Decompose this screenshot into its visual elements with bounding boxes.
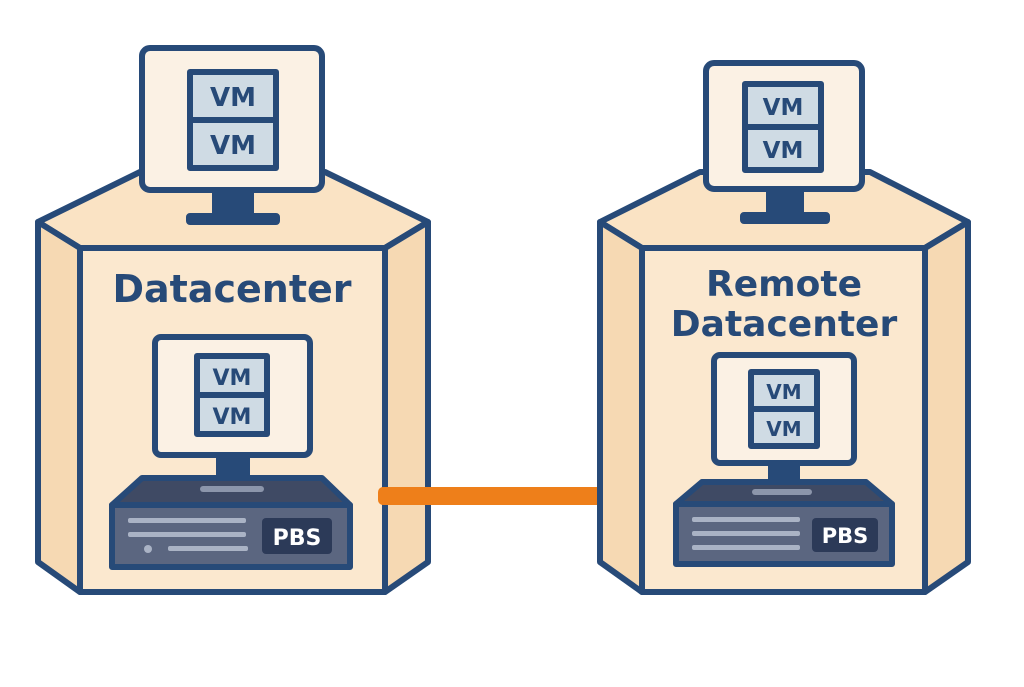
vm-label: VM [210,83,256,113]
vm-label: VM [210,131,256,161]
site-title-line-1: Remote [706,264,862,305]
vm-label: VM [766,380,801,404]
top-monitor: VM VM [139,45,325,225]
vm-label: VM [766,417,801,441]
vm-label: VM [763,138,804,164]
site-remote-datacenter: VM VM Remote Datacenter VM VM PBS [597,60,971,595]
box-left-face [35,219,83,595]
pbs-server: PBS [109,475,353,570]
site-datacenter: VM VM Datacenter VM VM PBS [35,45,431,595]
vm-label: VM [213,366,252,391]
site-title-line-2: Datacenter [671,304,898,345]
box-right-face [382,219,431,595]
site-title: Datacenter [112,267,351,311]
inner-monitor: VM VM [711,352,857,484]
vm-label: VM [763,95,804,121]
inner-monitor: VM VM [152,334,313,480]
box-left-face [597,219,645,595]
top-monitor: VM VM [703,60,865,224]
pbs-label-bg [812,518,878,552]
box-right-face [922,219,971,595]
pbs-label: PBS [822,524,869,548]
vm-label: VM [213,405,252,430]
pbs-server: PBS [673,479,895,567]
pbs-label: PBS [273,526,322,551]
pbs-label-bg [262,518,332,554]
